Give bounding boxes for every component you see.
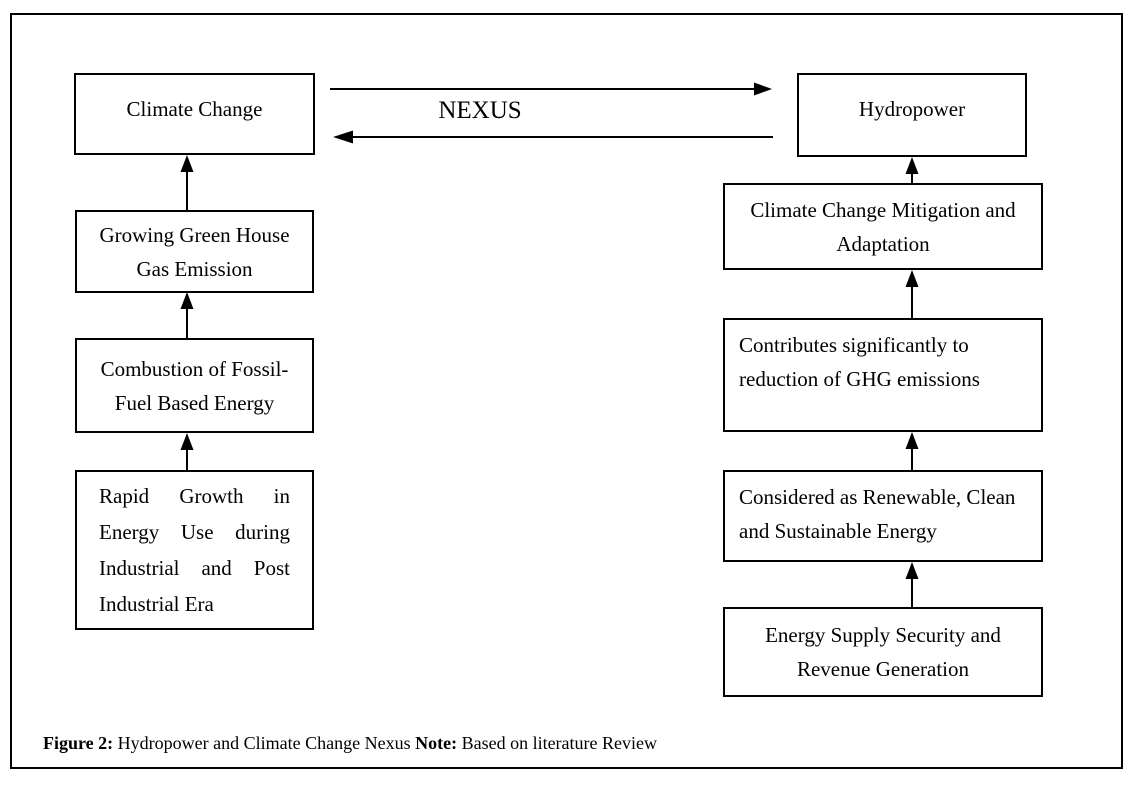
node-rapid-growth-energy-use: Rapid Growth in Energy Use during Indust…: [75, 470, 314, 630]
caption-note-text: Based on literature Review: [457, 733, 658, 753]
caption-title: Hydropower and Climate Change Nexus: [113, 733, 416, 753]
nexus-label: NEXUS: [438, 97, 522, 124]
node-renewable-clean-sustainable: Considered as Renewable, Clean and Susta…: [723, 470, 1043, 562]
node-combustion-fossil-fuel: Combustion of Fossil- Fuel Based Energy: [75, 338, 314, 433]
diagram-border: [10, 13, 1123, 769]
figure-caption: Figure 2: Hydropower and Climate Change …: [43, 731, 1043, 755]
node-hydropower: Hydropower: [797, 73, 1027, 157]
caption-note-label: Note:: [415, 733, 458, 753]
node-growing-ghg-emission: Growing Green House Gas Emission: [75, 210, 314, 293]
node-climate-mitigation-adaptation: Climate Change Mitigation and Adaptation: [723, 183, 1043, 270]
caption-figure-label: Figure 2:: [43, 733, 114, 753]
node-climate-change: Climate Change: [74, 73, 315, 155]
node-energy-supply-security: Energy Supply Security and Revenue Gener…: [723, 607, 1043, 697]
node-ghg-reduction-contribution: Contributes significantly to reduction o…: [723, 318, 1043, 432]
